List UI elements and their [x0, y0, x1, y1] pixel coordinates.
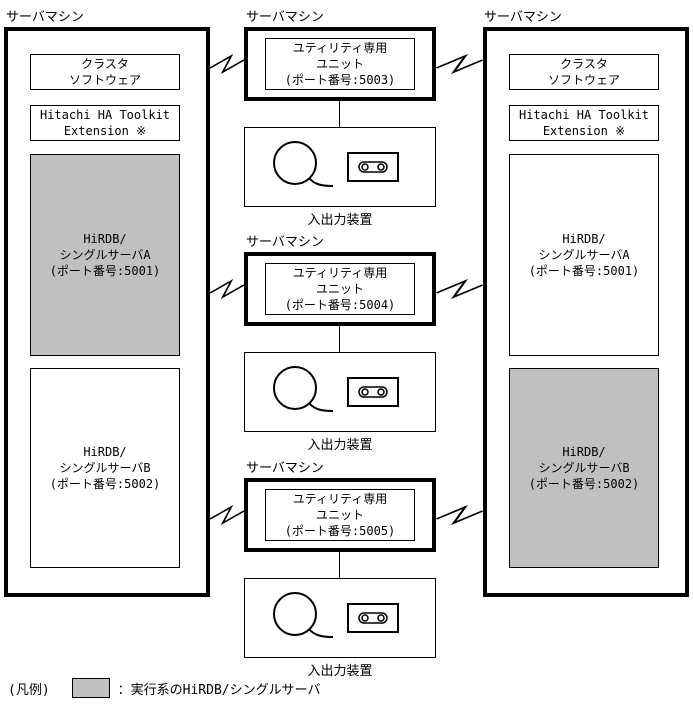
- utility-unit-text-3: ユティリティ専用 ユニット (ポート番号:5005): [265, 489, 415, 541]
- utility-unit-box-2: ユティリティ専用 ユニット (ポート番号:5004): [244, 252, 436, 326]
- io-device-box-1: [244, 127, 436, 207]
- hirdb-server-a-box-left: HiRDB/ シングルサーバA (ポート番号:5001): [30, 154, 180, 356]
- unit-io-connector-3: [339, 552, 340, 578]
- utility-unit-box-1: ユティリティ専用 ユニット (ポート番号:5003): [244, 27, 436, 101]
- cassette-tape-icon: [347, 152, 399, 182]
- cassette-tape-icon: [347, 603, 399, 633]
- utility-unit-text-1: ユティリティ専用 ユニット (ポート番号:5003): [265, 38, 415, 90]
- hirdb-server-b-box-left: HiRDB/ シングルサーバB (ポート番号:5002): [30, 368, 180, 568]
- cassette-tape-icon: [347, 377, 399, 407]
- tape-reel-icon: [273, 592, 334, 638]
- zigzag-link-left-2: [209, 278, 245, 300]
- zigzag-link-right-2: [435, 278, 484, 300]
- server-machine-label-middle-2: サーバマシン: [246, 235, 324, 250]
- zigzag-link-right-3: [435, 504, 484, 526]
- ha-toolkit-box-left: Hitachi HA Toolkit Extension ※: [30, 105, 180, 141]
- io-device-box-2: [244, 352, 436, 432]
- unit-io-connector-2: [339, 326, 340, 352]
- server-machine-label-left: サーバマシン: [6, 10, 84, 25]
- hirdb-server-b-box-right: HiRDB/ シングルサーバB (ポート番号:5002): [509, 368, 659, 568]
- left-server-box: クラスタ ソフトウェア Hitachi HA Toolkit Extension…: [4, 27, 210, 597]
- zigzag-link-left-1: [209, 53, 245, 75]
- cluster-software-box-right: クラスタ ソフトウェア: [509, 54, 659, 90]
- zigzag-link-right-1: [435, 53, 484, 75]
- tape-reel-icon: [273, 366, 334, 412]
- server-machine-label-right: サーバマシン: [484, 10, 562, 25]
- legend-swatch: [71, 678, 110, 698]
- legend: (凡例) ：実行系のHiRDB/シングルサーバ: [8, 678, 321, 698]
- utility-unit-box-3: ユティリティ専用 ユニット (ポート番号:5005): [244, 478, 436, 552]
- hirdb-server-a-box-right: HiRDB/ シングルサーバA (ポート番号:5001): [509, 154, 659, 356]
- io-device-label-2: 入出力装置: [307, 438, 373, 453]
- io-device-label-3: 入出力装置: [307, 664, 373, 679]
- zigzag-link-left-3: [209, 504, 245, 526]
- server-machine-label-middle-3: サーバマシン: [246, 461, 324, 476]
- unit-io-connector-1: [339, 101, 340, 127]
- io-device-label-1: 入出力装置: [307, 213, 373, 228]
- legend-label: (凡例): [8, 682, 50, 698]
- cluster-software-box-left: クラスタ ソフトウェア: [30, 54, 180, 90]
- server-machine-label-middle-1: サーバマシン: [246, 10, 324, 25]
- utility-unit-text-2: ユティリティ専用 ユニット (ポート番号:5004): [265, 263, 415, 315]
- right-server-box: クラスタ ソフトウェア Hitachi HA Toolkit Extension…: [483, 27, 689, 597]
- ha-toolkit-box-right: Hitachi HA Toolkit Extension ※: [509, 105, 659, 141]
- tape-reel-icon: [273, 141, 334, 187]
- legend-text: ：実行系のHiRDB/シングルサーバ: [117, 682, 321, 698]
- io-device-box-3: [244, 578, 436, 658]
